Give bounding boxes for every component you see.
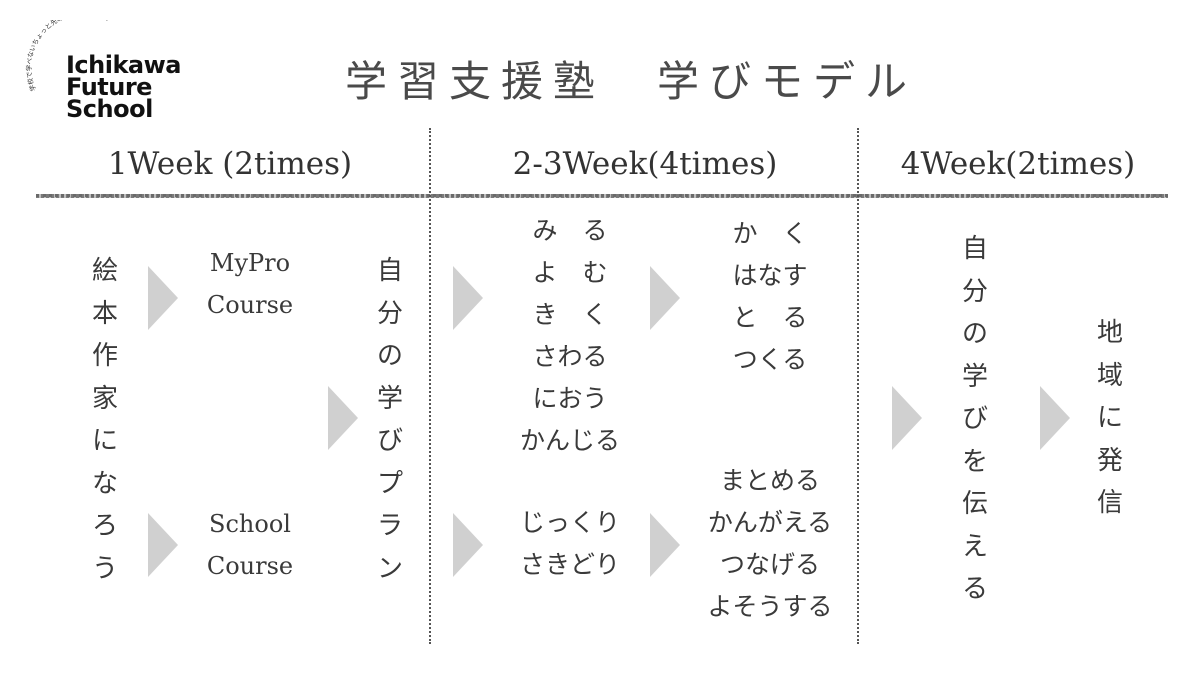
thinking-list: まとめるかんがえるつなげるよそうする [690, 460, 850, 628]
vertical-char: ン [376, 553, 403, 584]
arrow-right-icon [453, 266, 483, 330]
vertical-char: に [1096, 403, 1123, 433]
list-item: つなげる [719, 550, 820, 579]
vertical-char: の [961, 319, 988, 349]
list-item: つくる [732, 345, 808, 374]
list-item: におう [532, 384, 608, 413]
list-item: はなす [732, 261, 808, 290]
column-divider-2 [857, 128, 859, 644]
header-divider [36, 194, 1168, 198]
page-title: 学習支援塾 学びモデル [345, 57, 918, 106]
arrow-right-icon [453, 513, 483, 577]
vertical-char: 伝 [961, 489, 988, 519]
school-logo: 学校で学べないちょっと先の未来を学ぶ学校 Ichikawa Future Sch… [22, 20, 212, 130]
arrow-right-icon [148, 513, 178, 577]
picture-book-author-column: 絵本作家になろう [85, 250, 125, 590]
vertical-char: え [961, 531, 988, 562]
vertical-char: に [91, 426, 118, 456]
week-2-3-header: 2-3Week(4times) [512, 146, 778, 182]
week-1-header: 1Week (2times) [107, 146, 353, 182]
vertical-char: 自 [961, 234, 988, 264]
vertical-char: の [376, 341, 403, 371]
vertical-char: 家 [91, 383, 118, 414]
vertical-char: 信 [1096, 488, 1123, 518]
logo-line-1: Ichikawa [66, 51, 182, 79]
logo-line-2: Future [66, 73, 152, 101]
share-with-region-column: 地域に発信 [1090, 312, 1130, 525]
mypro-course: MyPro Course [190, 242, 310, 326]
vertical-char: 学 [961, 361, 988, 392]
school-course-line-1: School [209, 510, 291, 538]
list-item: よそうする [707, 592, 833, 621]
vertical-char: 発 [1096, 445, 1123, 476]
vertical-char: な [91, 468, 118, 499]
vertical-char: び [376, 426, 403, 456]
list-item: き く [532, 300, 608, 329]
vertical-char: 分 [376, 298, 403, 329]
vertical-char: 学 [376, 383, 403, 414]
school-course-line-2: Course [206, 552, 294, 580]
my-learning-plan-column: 自分の学びプラン [370, 250, 410, 590]
mypro-course-line-1: MyPro [209, 249, 291, 277]
vertical-char: を [961, 446, 988, 477]
vertical-char: 域 [1096, 360, 1123, 391]
arrow-right-icon [892, 386, 922, 450]
list-item: さきどり [519, 550, 620, 579]
mypro-course-line-2: Course [206, 291, 294, 319]
arrow-right-icon [650, 266, 680, 330]
list-item: さわる [532, 342, 608, 371]
arrow-right-icon [650, 513, 680, 577]
vertical-char: プ [376, 468, 403, 499]
vertical-char: 分 [961, 276, 988, 307]
list-item: かんじる [519, 426, 620, 455]
school-course: School Course [190, 503, 310, 587]
logo-wordmark: Ichikawa Future School [66, 51, 182, 123]
vertical-char: 地 [1096, 318, 1123, 348]
list-item: み る [532, 216, 608, 245]
list-item: か く [732, 219, 808, 248]
week-4-header: 4Week(2times) [900, 146, 1136, 182]
senses-list: み るよ むき くさわるにおうかんじる [495, 210, 645, 462]
deep-learning-list: じっくりさきどり [495, 502, 645, 586]
list-item: まとめる [719, 466, 820, 495]
arrow-right-icon [328, 386, 358, 450]
arrow-right-icon [148, 266, 178, 330]
list-item: じっくり [519, 508, 620, 537]
expression-list: か くはなすと るつくる [695, 213, 845, 381]
vertical-char: 作 [91, 341, 118, 371]
vertical-char: ラ [376, 511, 403, 541]
list-item: よ む [532, 258, 608, 287]
vertical-char: 絵 [91, 256, 118, 286]
vertical-char: う [91, 553, 118, 584]
list-item: かんがえる [707, 508, 833, 537]
vertical-char: 本 [91, 298, 118, 329]
column-divider-1 [429, 128, 431, 644]
logo-line-3: School [66, 95, 153, 123]
vertical-char: ろ [91, 511, 118, 541]
vertical-char: る [961, 574, 988, 604]
vertical-char: び [961, 404, 988, 434]
convey-learning-column: 自分の学びを伝える [955, 228, 995, 611]
logo-arc-text: 学校で学べないちょっと先の未来を学ぶ学校 [24, 20, 111, 93]
vertical-char: 自 [376, 256, 403, 286]
arrow-right-icon [1040, 386, 1070, 450]
list-item: と る [732, 303, 808, 332]
